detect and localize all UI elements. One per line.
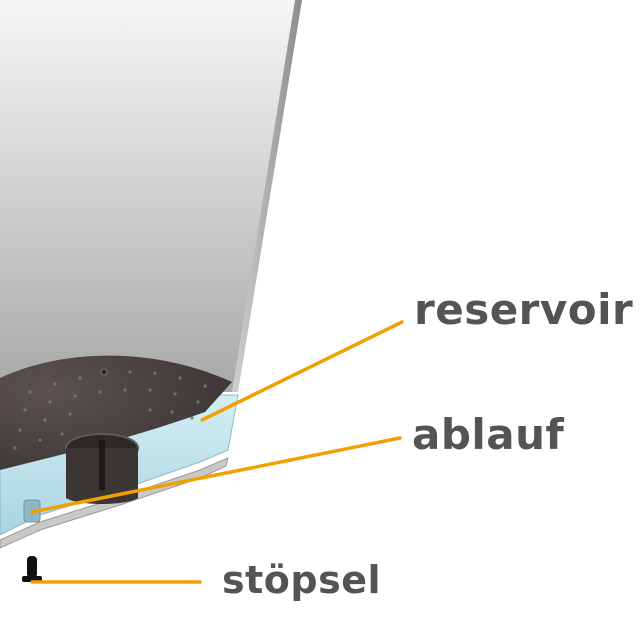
pot-outer-edge: [232, 0, 302, 392]
leader-line-reservoir: [200, 320, 404, 422]
label-reservoir: reservoir: [414, 285, 634, 334]
plug-icon: [22, 556, 42, 582]
drain-tube-slot: [99, 440, 105, 490]
overflow-hole: [100, 368, 108, 376]
pot-wall: [0, 0, 302, 392]
insert-plate: [0, 355, 232, 470]
label-ablauf: ablauf: [412, 410, 565, 459]
leader-line-ablauf: [30, 436, 402, 514]
label-stoepsel: stöpsel: [222, 558, 382, 602]
